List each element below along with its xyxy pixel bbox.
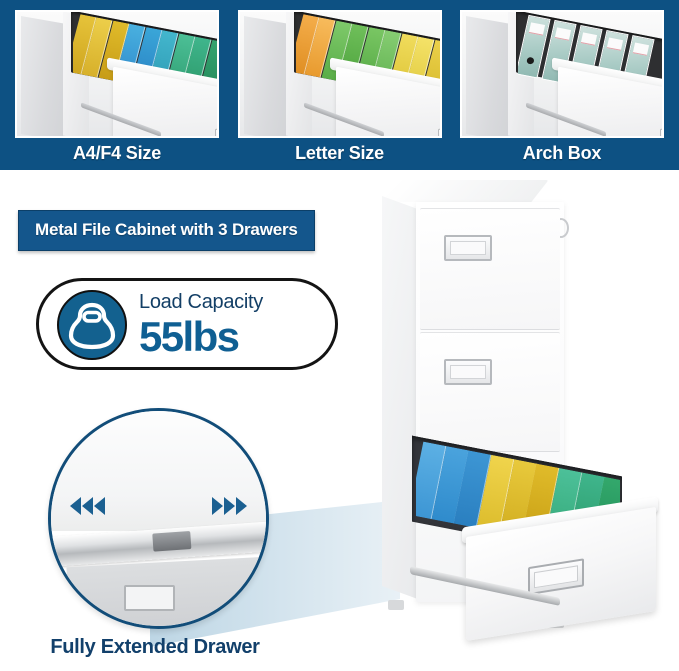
cabinet-foot <box>388 600 404 610</box>
drawer-photo-letter <box>239 12 440 136</box>
photo-card-row <box>0 0 679 140</box>
label-holder-icon <box>215 128 217 136</box>
photo-card-a4f4 <box>15 10 219 138</box>
load-capacity-label: Load Capacity <box>139 291 263 313</box>
label-holder-icon <box>660 128 662 136</box>
product-title-badge: Metal File Cabinet with 3 Drawers <box>18 210 315 251</box>
photo-card-letter <box>237 10 442 138</box>
label-holder-icon <box>444 235 492 261</box>
cabinet-drawer-2 <box>420 332 560 452</box>
drawer-photo-arch-box <box>462 12 662 136</box>
cabinet-drawer-3-open <box>402 435 658 642</box>
card-caption-a4f4: A4/F4 Size <box>72 143 162 163</box>
drawer-photo-a4f4 <box>17 12 217 136</box>
label-holder-icon <box>528 558 584 596</box>
main-content: Metal File Cabinet with 3 Drawers Load C… <box>0 170 679 671</box>
kettlebell-icon <box>57 290 127 360</box>
load-capacity-value: 55lbs <box>139 313 240 360</box>
load-capacity-badge: Load Capacity 55lbs <box>36 278 338 370</box>
label-holder-icon <box>444 359 492 385</box>
cabinet-drawer-1 <box>420 208 560 330</box>
drawer-slide-detail-circle <box>48 408 269 629</box>
chevron-left-icon <box>70 497 106 515</box>
open-drawer-shape <box>280 12 440 136</box>
label-holder-icon <box>124 585 176 611</box>
file-cabinet-product-photo <box>372 180 672 660</box>
photo-card-caption-row: A4/F4 Size Letter Size Arch Box <box>0 138 679 170</box>
cabinet-top-panel <box>381 180 549 202</box>
photo-card-arch-box <box>460 10 664 138</box>
open-drawer-shape <box>57 12 217 136</box>
open-drawer-shape <box>502 12 662 136</box>
card-caption-letter: Letter Size <box>295 143 384 163</box>
load-capacity-text: Load Capacity 55lbs <box>139 289 334 359</box>
chevron-right-icon <box>211 497 247 515</box>
top-banner: A4/F4 Size Letter Size Arch Box <box>0 0 679 170</box>
drawer-detail-caption: Fully Extended Drawer <box>50 636 260 658</box>
label-holder-icon <box>437 128 440 136</box>
product-title-text: Metal File Cabinet with 3 Drawers <box>35 220 298 239</box>
card-caption-arch-box: Arch Box <box>522 143 602 163</box>
